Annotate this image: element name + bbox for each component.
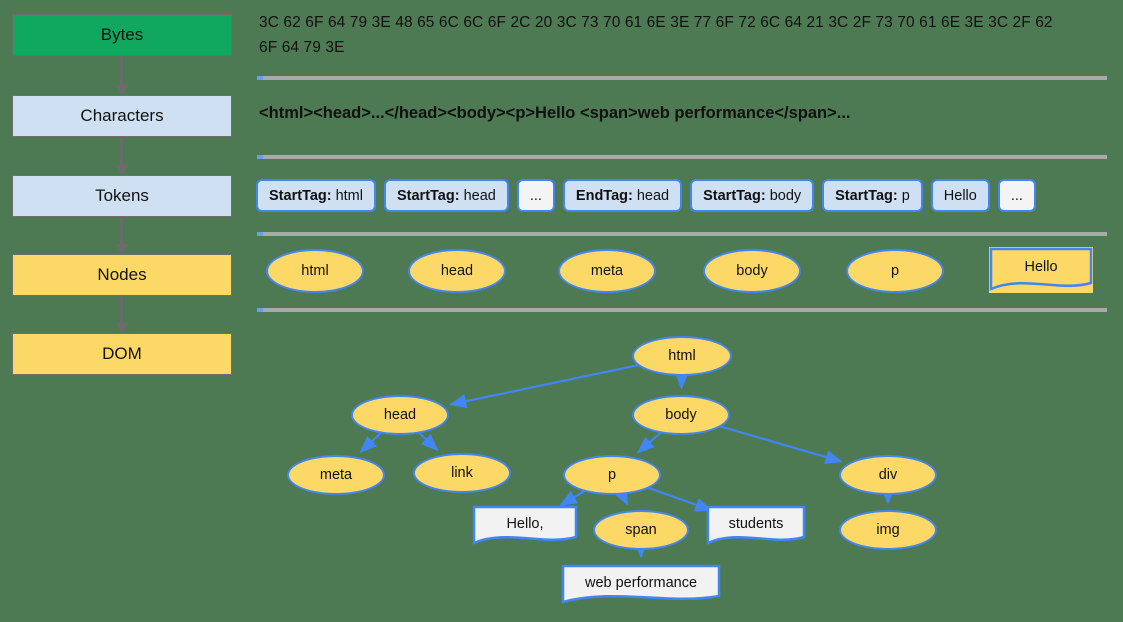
token-chip[interactable]: ... <box>997 179 1036 212</box>
tree-text-node-webp[interactable]: web performance <box>561 564 721 606</box>
tree-edge-head-to-meta <box>359 431 382 454</box>
tree-edge-p-to-hello <box>559 489 586 507</box>
tree-node-label: Hello, <box>506 515 544 532</box>
tree-node-link[interactable]: link <box>413 453 511 493</box>
pipeline-stage-characters[interactable]: Characters <box>12 95 232 137</box>
tree-node-label: body <box>665 407 697 423</box>
tree-node-label: meta <box>319 467 353 483</box>
tree-edge-body-to-div <box>719 425 844 464</box>
tree-edge-head-to-link <box>418 431 439 452</box>
token-chip[interactable]: EndTag:head <box>562 179 683 212</box>
tree-node-label: img <box>876 522 900 538</box>
token-kind: StartTag: <box>269 187 332 204</box>
pipeline-stage-tokens[interactable]: Tokens <box>12 175 232 217</box>
divider-after-nodes <box>257 308 1107 312</box>
tree-edge-body-to-p <box>636 431 662 454</box>
node-label: head <box>440 263 474 279</box>
characters-markup: <html><head>...</head><body><p>Hello <sp… <box>259 104 851 122</box>
node-ellipse-p[interactable]: p <box>846 249 944 293</box>
tree-node-label: html <box>668 348 696 364</box>
tree-node-p[interactable]: p <box>563 455 661 495</box>
token-value: html <box>335 187 363 204</box>
divider-after-tokens <box>257 232 1107 236</box>
token-value: Hello <box>943 187 977 204</box>
token-kind: StartTag: <box>396 187 460 204</box>
pipeline-stage-dom[interactable]: DOM <box>12 333 232 375</box>
node-label: Hello <box>1024 259 1058 275</box>
token-value: ... <box>1010 187 1023 204</box>
node-ellipse-html[interactable]: html <box>266 249 364 293</box>
pipeline-stage-label: Tokens <box>95 186 149 205</box>
tree-node-label: link <box>451 465 473 481</box>
node-label: p <box>890 263 900 279</box>
pipeline-stage-label: DOM <box>102 344 142 363</box>
tree-node-label: students <box>728 515 784 532</box>
tree-text-node-stud[interactable]: students <box>706 505 806 547</box>
token-value: body <box>769 187 802 204</box>
detail-panel: 3C 62 6F 64 79 3E 48 65 6C 6C 6F 2C 20 3… <box>250 0 1123 622</box>
node-ellipse-meta[interactable]: meta <box>558 249 656 293</box>
tree-node-label: span <box>625 522 657 538</box>
node-ellipse-head[interactable]: head <box>408 249 506 293</box>
tree-node-img[interactable]: img <box>839 510 937 550</box>
tree-node-meta[interactable]: meta <box>287 455 385 495</box>
token-chip[interactable]: ... <box>516 179 555 212</box>
token-kind: StartTag: <box>703 187 766 204</box>
tree-node-span[interactable]: span <box>593 510 689 550</box>
pipeline-arrow-down-icon <box>114 217 129 254</box>
divider-after-bytes <box>257 76 1107 80</box>
tree-edge-p-to-span <box>613 486 629 506</box>
pipeline-arrow-down-icon <box>114 296 129 333</box>
token-chip[interactable]: StartTag:head <box>383 179 509 212</box>
pipeline-stage-label: Characters <box>80 106 164 125</box>
tree-node-label: div <box>878 467 898 483</box>
tree-node-label: p <box>607 467 617 483</box>
token-chip[interactable]: Hello <box>930 179 990 212</box>
bytes-hex-string: 3C 62 6F 64 79 3E 48 65 6C 6C 6F 2C 20 3… <box>259 14 1053 56</box>
token-value: head <box>636 187 670 204</box>
token-kind: EndTag: <box>575 187 633 204</box>
token-chip[interactable]: StartTag:body <box>690 179 815 212</box>
nodes-row: html head meta body p Hello <box>256 245 1106 301</box>
tree-node-html[interactable]: html <box>632 336 732 376</box>
pipeline-arrow-down-icon <box>114 137 129 175</box>
dom-tree-edges <box>359 363 896 559</box>
pipeline-arrow-down-icon <box>114 56 129 95</box>
pipeline-stage-label: Nodes <box>97 265 147 284</box>
token-value: head <box>463 187 496 204</box>
tree-edge-html-to-head <box>448 363 639 409</box>
token-value: p <box>901 187 910 204</box>
pipeline-stage-nodes[interactable]: Nodes <box>12 254 232 296</box>
pipeline-stage-label: Bytes <box>100 25 144 44</box>
node-label: meta <box>590 263 624 279</box>
token-chip[interactable]: StartTag:html <box>256 179 376 212</box>
tree-node-label: head <box>383 407 417 423</box>
node-ellipse-body[interactable]: body <box>703 249 801 293</box>
tree-node-head[interactable]: head <box>351 395 449 435</box>
token-chip[interactable]: StartTag:p <box>822 179 923 212</box>
node-text-hello[interactable]: Hello <box>989 247 1093 293</box>
tree-edge-p-to-stud <box>647 486 713 512</box>
tree-node-div[interactable]: div <box>839 455 937 495</box>
token-kind: StartTag: <box>835 187 898 204</box>
node-label: body <box>736 263 768 279</box>
node-label: html <box>301 263 329 279</box>
tree-text-node-hello[interactable]: Hello, <box>472 505 578 547</box>
tree-node-body[interactable]: body <box>632 395 730 435</box>
pipeline-stage-bytes[interactable]: Bytes <box>12 14 232 56</box>
divider-after-characters <box>257 155 1107 159</box>
token-value: ... <box>529 187 542 204</box>
tree-node-label: web performance <box>584 574 698 591</box>
